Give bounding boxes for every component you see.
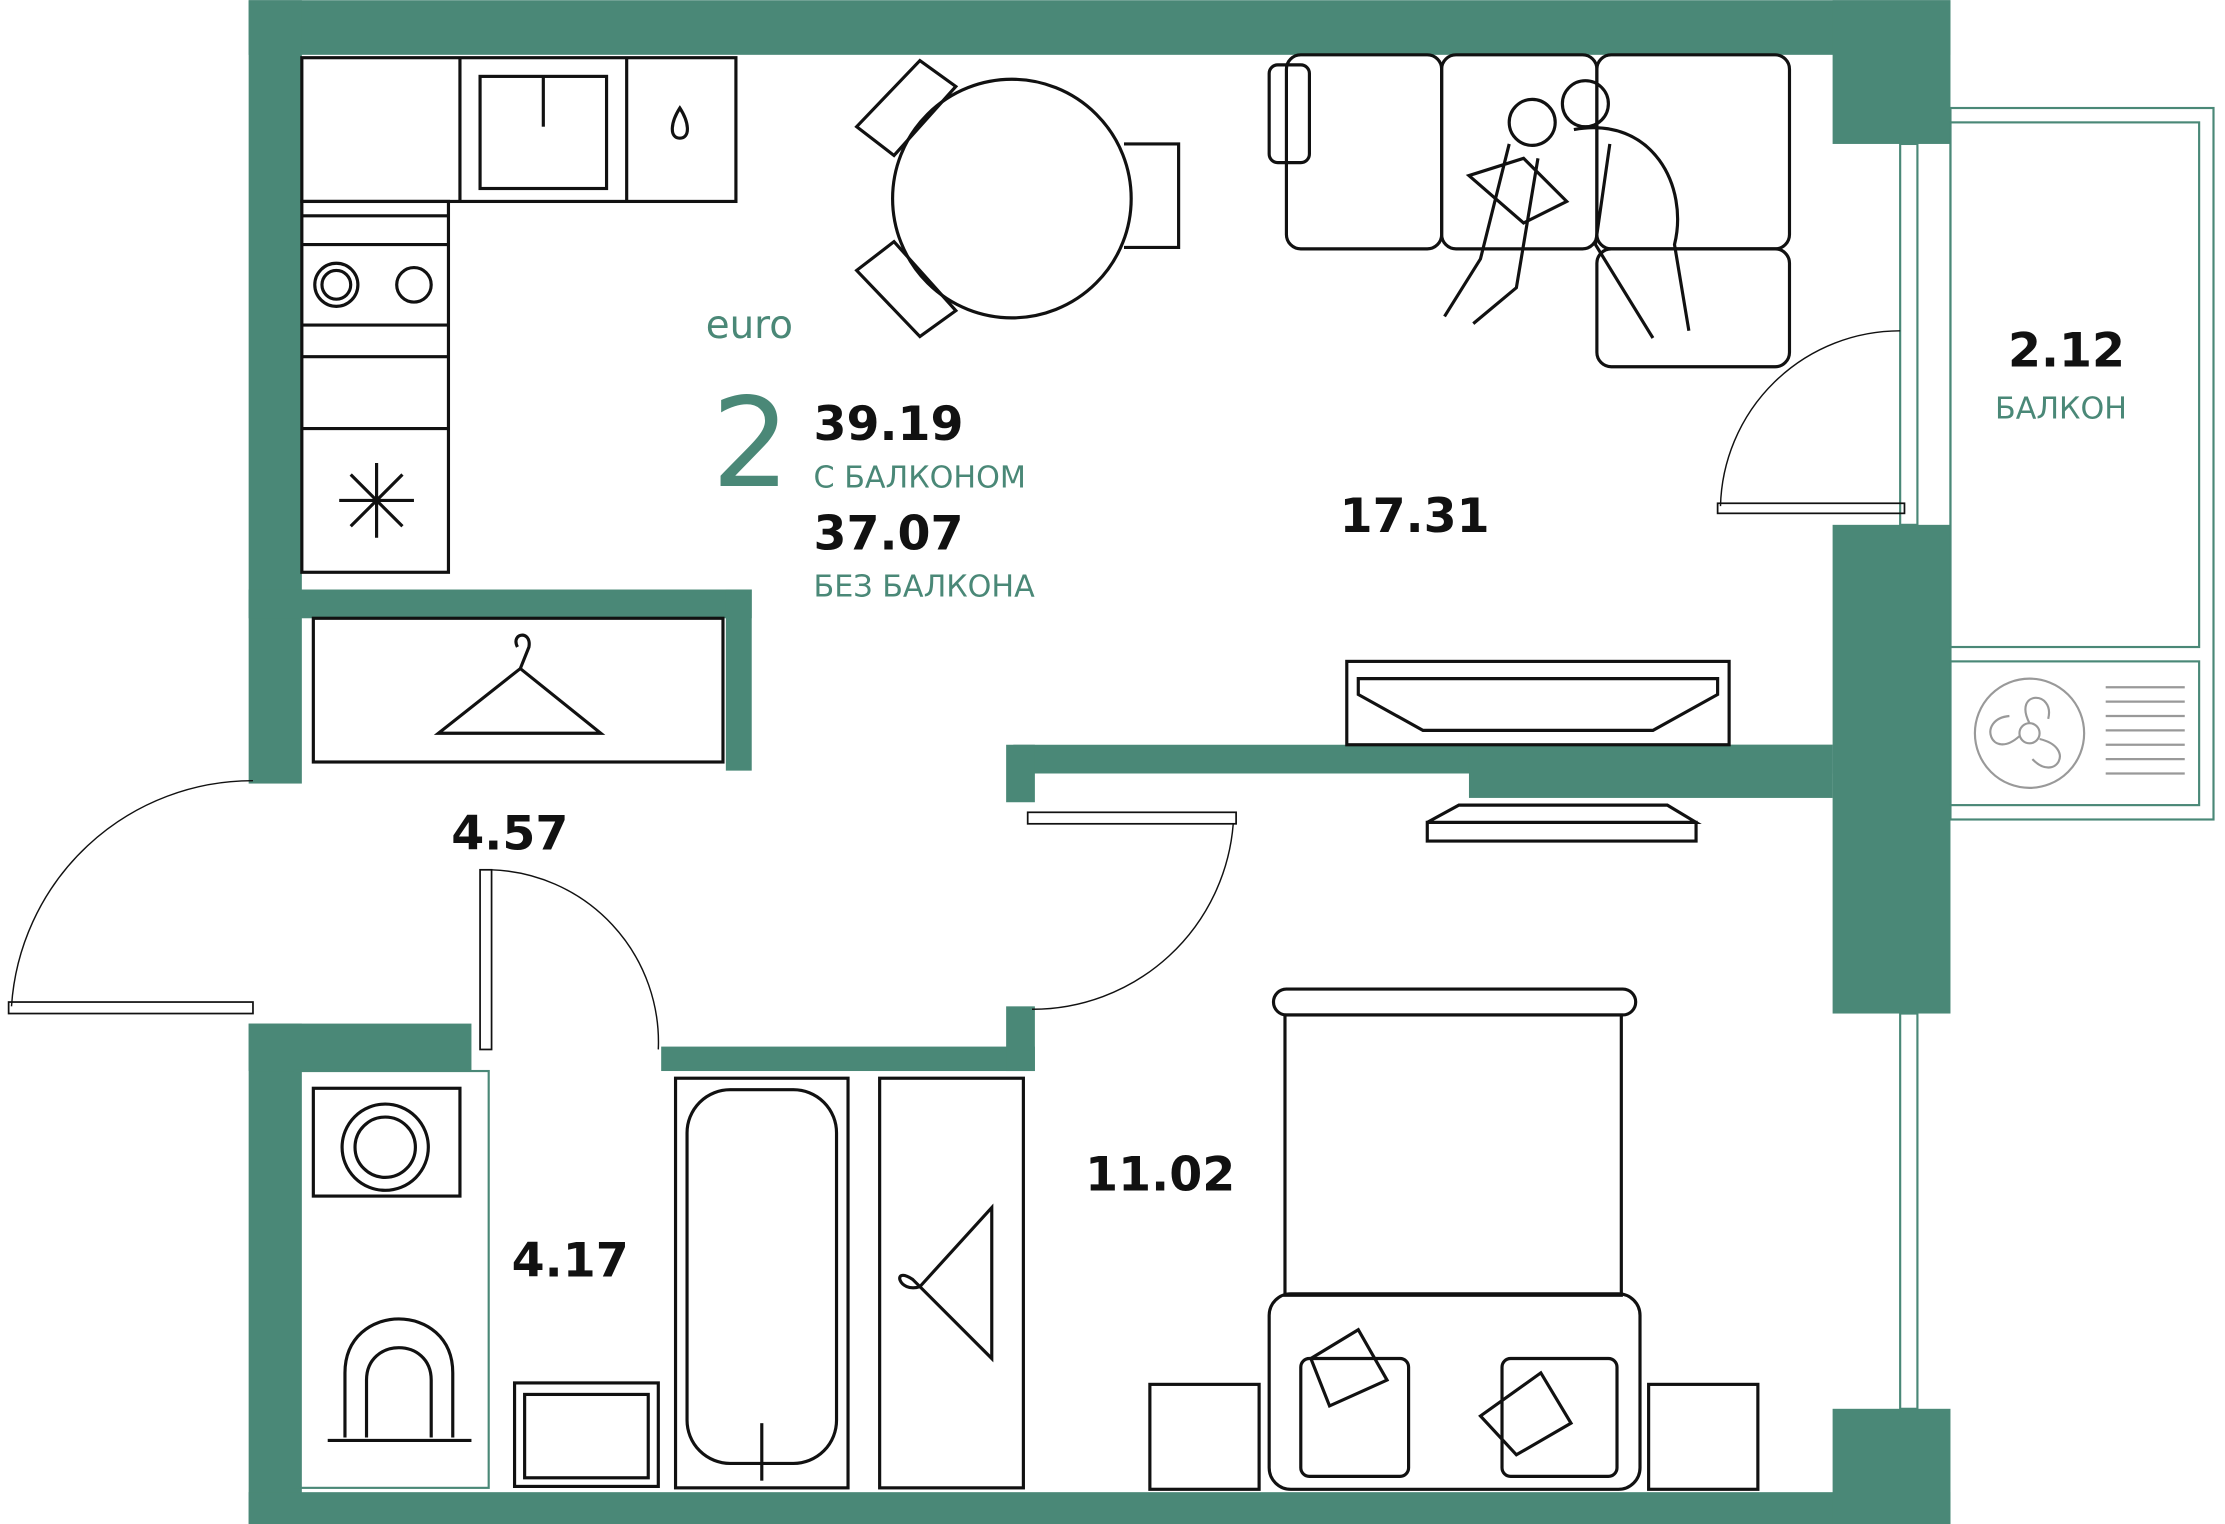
bathroom-wardrobe: [878, 1076, 1025, 1490]
room-area-balcony: 2.12: [2008, 324, 2125, 379]
area-with-balcony: 39.19: [814, 397, 964, 452]
walls: [248, 0, 1951, 1524]
kitchen-furniture: [300, 56, 738, 574]
dining-table: [854, 58, 1181, 339]
hanger-icon: [898, 1203, 994, 1363]
snowflake-icon: [339, 463, 414, 538]
room-area-bedroom: 11.02: [1085, 1147, 1235, 1202]
tv-stand: [1345, 659, 1731, 843]
room-area-living: 17.31: [1340, 489, 1490, 544]
area-without-balcony: 37.07: [814, 506, 964, 561]
water-drop-icon: [670, 105, 689, 140]
washing-machine-icon: [311, 1086, 462, 1198]
doors: [7, 330, 1906, 1051]
toilet-icon: [327, 1317, 472, 1443]
nightstand: [1647, 1382, 1760, 1491]
balcony-label: БАЛКОН: [1995, 391, 2127, 426]
bed: [1148, 987, 1760, 1491]
people-illustration: [1443, 79, 1691, 339]
windows: [1899, 142, 1919, 1410]
bathtub: [673, 1076, 850, 1490]
air-conditioner-fan-icon: [1973, 677, 2185, 789]
with-balcony-label: С БАЛКОНОМ: [814, 460, 1026, 495]
nightstand: [1148, 1382, 1261, 1491]
bathroom-fixtures: [293, 1069, 1025, 1490]
hanger-icon: [433, 633, 606, 735]
room-area-bathroom: 4.17: [512, 1234, 629, 1289]
room-area-hall: 4.57: [451, 807, 568, 862]
wardrobe: [311, 616, 725, 764]
without-balcony-label: БЕЗ БАЛКОНА: [814, 570, 1036, 605]
rooms-count: 2: [711, 372, 790, 516]
sofa: [1267, 53, 1792, 369]
apartment-type-label: euro: [706, 303, 793, 348]
stove-icon: [301, 242, 449, 327]
balcony: [1949, 106, 2215, 821]
washbasin-icon: [512, 1381, 660, 1488]
